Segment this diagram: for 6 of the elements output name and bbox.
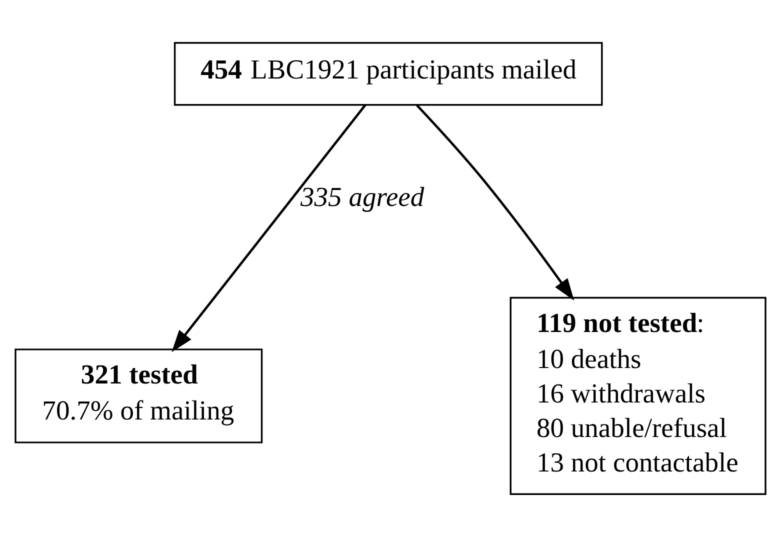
edge-label: 335 agreed bbox=[300, 181, 424, 212]
arrow bbox=[172, 104, 366, 352]
node-box: 454 LBC1921 participants mailed bbox=[174, 42, 603, 106]
arrow bbox=[416, 104, 574, 301]
node-box: 321 tested 70.7% of mailing bbox=[14, 348, 263, 444]
node-box: 119 not tested: 10 deaths 16 withdrawals 80 unable/refusal 13 not contactable bbox=[510, 296, 766, 495]
